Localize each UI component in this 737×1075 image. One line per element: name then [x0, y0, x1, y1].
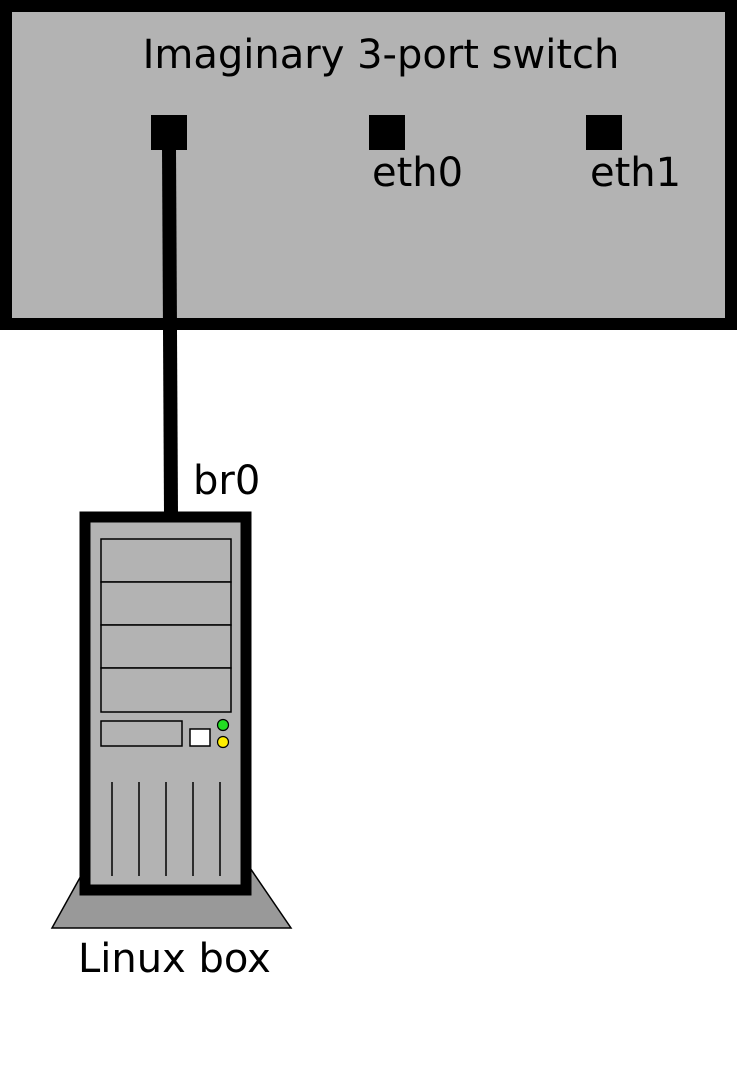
drive-bay: [100, 624, 232, 669]
switch-body: [0, 0, 737, 330]
switch-port-eth1: [586, 115, 622, 150]
power-led-icon: [216, 718, 230, 732]
activity-led-icon: [216, 735, 230, 749]
power-button: [189, 728, 211, 747]
cable-br0: [162, 147, 178, 515]
floppy-bay: [100, 720, 183, 747]
linux-box-icon: [50, 511, 293, 929]
drive-bay: [100, 581, 232, 626]
switch: Imaginary 3-port switch eth0 eth1: [0, 0, 737, 330]
port-label-eth1: eth1: [590, 150, 681, 196]
switch-port-1: [151, 115, 187, 150]
port-label-eth0: eth0: [372, 150, 463, 196]
host-label: Linux box: [78, 936, 271, 982]
drive-bay: [100, 538, 232, 583]
cable-label: br0: [193, 458, 260, 504]
switch-title: Imaginary 3-port switch: [143, 32, 620, 78]
switch-port-eth0: [369, 115, 405, 150]
drive-bay: [100, 667, 232, 713]
